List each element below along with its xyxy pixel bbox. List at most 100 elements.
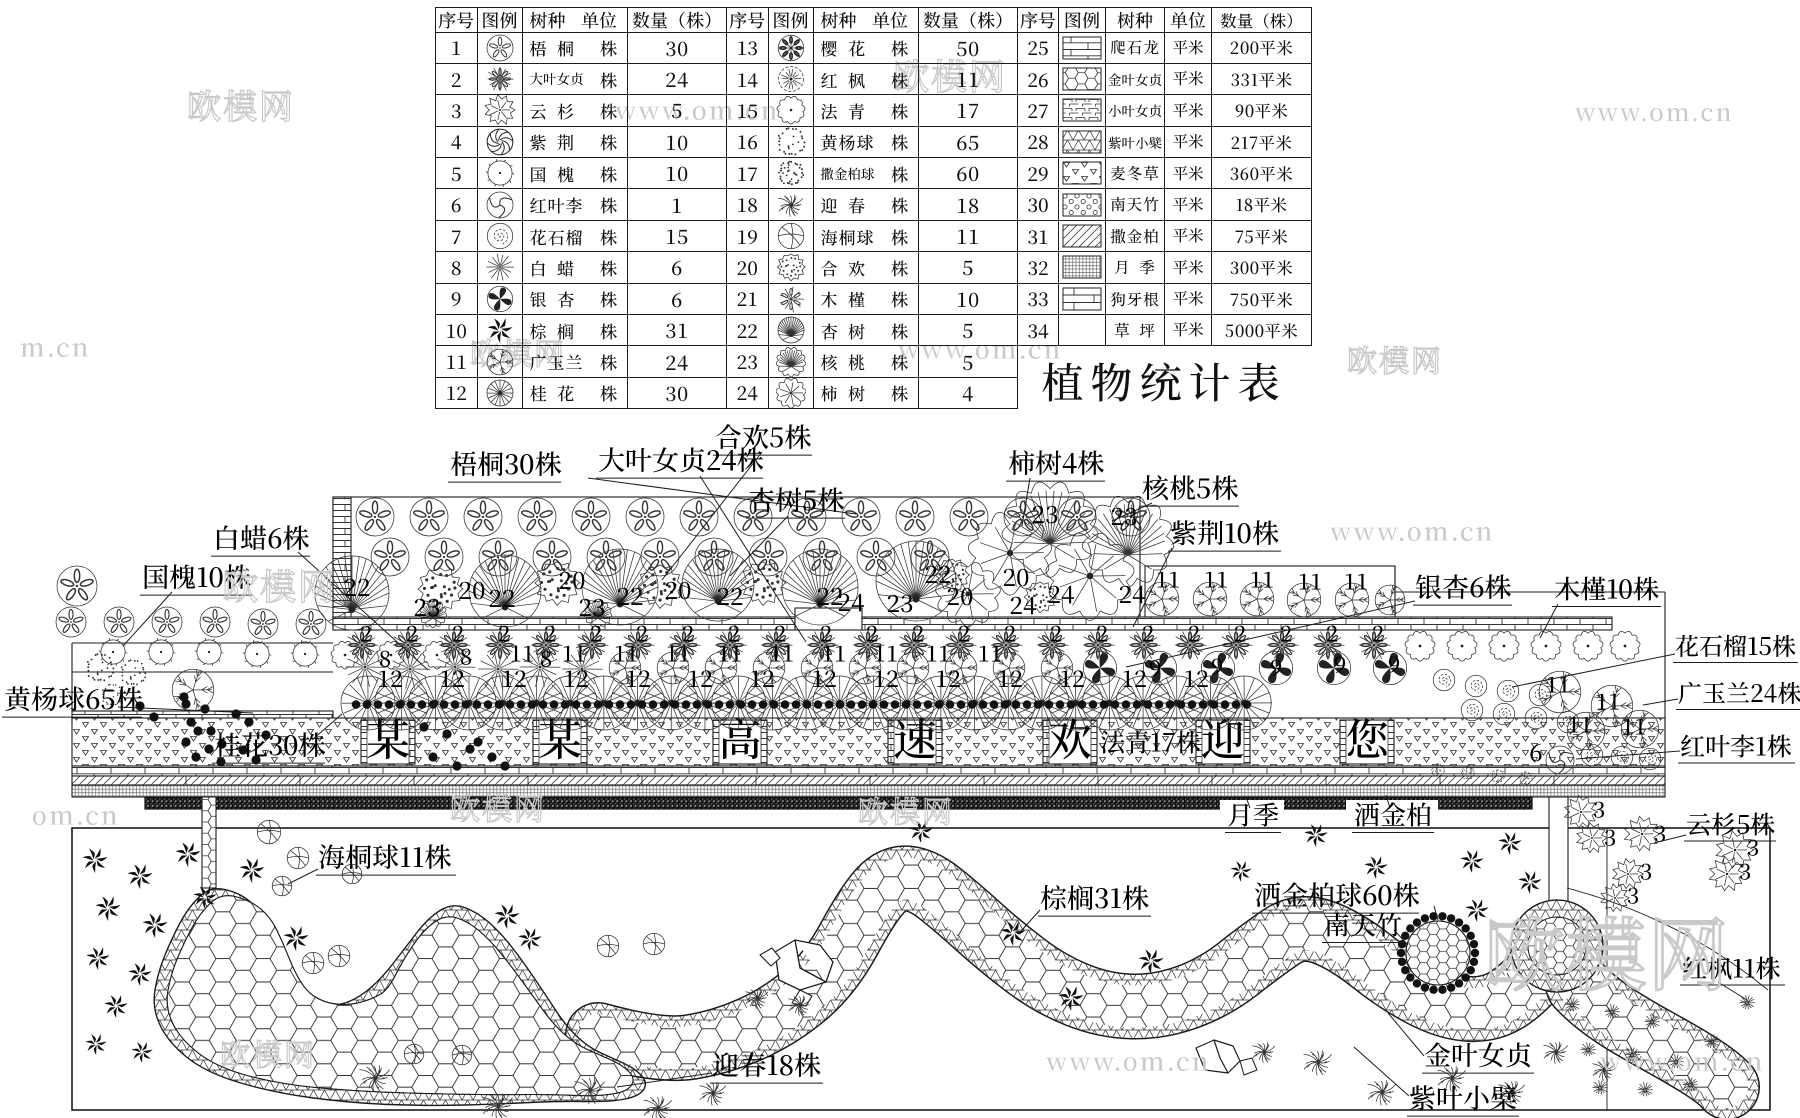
hedge-ball <box>362 700 372 709</box>
label-leader-line <box>1125 600 1416 668</box>
cell-no: 22 <box>726 314 769 347</box>
hedge-ball <box>714 700 724 709</box>
hedge-ball <box>1231 700 1241 709</box>
cell-legend-symbol <box>767 62 814 96</box>
label-leader-line <box>1653 834 1687 844</box>
plant-label: 大叶女贞24株 <box>598 439 764 478</box>
cell-species-unit: 撒金柏球株 <box>812 157 919 190</box>
hedge-ball <box>179 692 189 702</box>
plant-wutong-icon <box>586 537 626 577</box>
cell-legend-symbol <box>476 188 523 221</box>
cell-species: 金叶女贞 <box>1105 62 1165 96</box>
cell-species-unit: 法 青株 <box>812 94 919 127</box>
hedge-ball <box>725 700 735 709</box>
tree-number-tag: 2 <box>728 618 740 649</box>
hedge-ball <box>500 761 510 771</box>
cell-unit: 平米 <box>1164 314 1212 347</box>
hedge-ball <box>1154 700 1164 709</box>
tree-number-tag: 3 <box>1640 856 1652 887</box>
table-header-cell: 图例 <box>476 7 523 33</box>
hedge-ball <box>200 704 210 714</box>
juniper-ball <box>1401 965 1410 975</box>
label-leader-line <box>297 551 429 671</box>
road-char: 速 <box>893 704 937 768</box>
road-char-box-edge <box>1042 719 1050 765</box>
label-leader-line <box>1539 603 1559 639</box>
plant-label: 花石榴15株 <box>1675 627 1796 662</box>
hedge-ball <box>890 700 900 709</box>
road-char: 某 <box>366 704 410 768</box>
cell-species-unit: 大叶女贞株 <box>521 62 628 96</box>
plant-wutong-icon <box>370 537 410 577</box>
cell-unit: 平米 <box>1164 219 1212 253</box>
hedge-ball <box>516 700 526 709</box>
hedge-ball <box>373 700 383 709</box>
plant-label: 海桐球11株 <box>318 836 451 875</box>
watermark-text: 欧模网 <box>220 1031 316 1075</box>
tree-number-tag: 11 <box>926 638 951 669</box>
hedge-ball <box>868 700 878 709</box>
hedge-ball <box>450 700 460 709</box>
cell-no: 4 <box>435 125 478 159</box>
tree-number-tag: 11 <box>1344 566 1369 597</box>
hedge-ball <box>846 700 856 709</box>
table-header-cell: 树种单位 <box>521 7 628 33</box>
tree-number-tag: 12 <box>1183 661 1209 694</box>
hedge-ball <box>527 700 537 709</box>
plant-label: 云杉5株 <box>1686 805 1775 841</box>
cell-legend-symbol <box>476 94 523 127</box>
plant-wutong-icon <box>571 497 611 537</box>
road-char: 某 <box>538 704 582 768</box>
tree-number-tag: 23 <box>887 584 914 619</box>
hedge-ball <box>244 717 254 727</box>
cell-legend-symbol <box>767 376 814 410</box>
cell-quantity: 24 <box>627 62 727 96</box>
tree-number-tag: 2 <box>636 618 648 649</box>
road-char-box <box>712 719 768 765</box>
cell-species-unit: 花石榴株 <box>521 219 628 253</box>
hedge-ball <box>505 700 515 709</box>
cell-no: 7 <box>435 219 478 253</box>
hedge-ball <box>857 700 867 709</box>
juniper-ball <box>1469 939 1479 949</box>
watermark-text: m.cn <box>20 328 90 364</box>
plant-label: 杏树5株 <box>748 479 844 518</box>
plant-label: 紫荆10株 <box>1170 512 1279 551</box>
hedge-ball <box>967 700 977 709</box>
cell-quantity: 10 <box>918 282 1018 316</box>
tree-number-tag: 8 <box>540 643 552 674</box>
plant-guohuai-icon <box>194 637 224 667</box>
hedge-ball <box>626 700 636 709</box>
table-header-cell: 图例 <box>1058 7 1106 33</box>
tree-number-tag: 12 <box>377 661 403 694</box>
tree-number-tag: 11 <box>770 638 795 669</box>
tree-number-tag: 3 <box>1747 832 1759 863</box>
cell-legend-symbol <box>767 94 814 127</box>
label-leader-line <box>1642 698 1679 706</box>
hedge-ball <box>186 717 196 727</box>
road-char-box-edge <box>1243 719 1251 765</box>
cell-no: 24 <box>726 376 769 410</box>
cell-no: 29 <box>1017 157 1059 190</box>
cell-species-unit: 合 欢株 <box>812 251 919 284</box>
table-header-cell: 图例 <box>767 7 814 33</box>
tree-number-tag: 12 <box>625 661 651 694</box>
cell-species: 狗牙根 <box>1105 282 1165 316</box>
hedge-ball <box>1033 700 1043 709</box>
tree-number-tag: 23 <box>1032 495 1059 530</box>
plant-wutong-icon <box>1057 497 1097 537</box>
cell-no: 32 <box>1017 251 1059 284</box>
juniper-ball <box>1461 924 1470 933</box>
hedge-ball <box>593 700 603 709</box>
plant-wutong-icon <box>103 606 135 638</box>
hedge-ball <box>483 700 493 709</box>
road-char: 您 <box>1345 704 1389 768</box>
tree-number-tag: 12 <box>501 661 527 694</box>
